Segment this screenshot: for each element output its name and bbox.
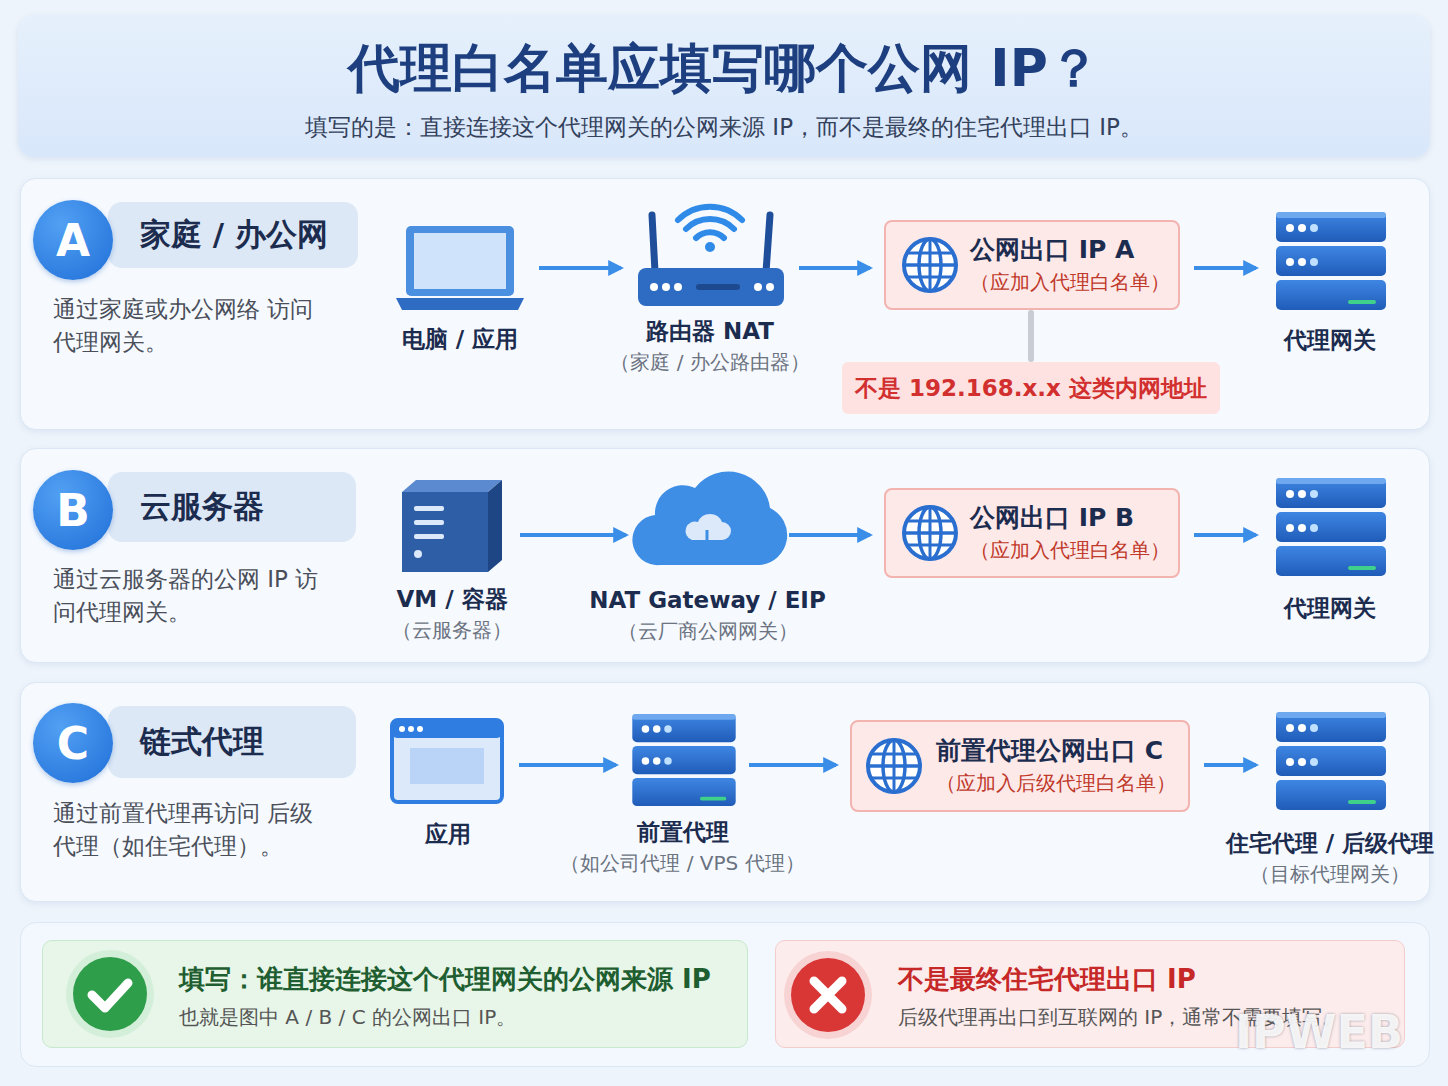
node-label: VM / 容器 — [396, 584, 507, 615]
node-sublabel: （如公司代理 / VPS 代理） — [560, 848, 804, 879]
node-sublabel: （目标代理网关） — [1250, 859, 1410, 890]
node-label: 前置代理公网出口 C — [936, 734, 1182, 768]
vm-icon — [402, 480, 502, 572]
warning-note: 不是 192.168.x.x 这类内网地址 — [842, 362, 1220, 414]
server-icon — [632, 714, 735, 806]
node-label: 家庭 / 办公网 — [140, 214, 328, 256]
cross-icon — [784, 951, 872, 1039]
row-heading: 家庭 / 办公网 — [108, 202, 358, 268]
node-sublabel: （应加入后级代理白名单） — [936, 768, 1182, 798]
flow-arrow — [520, 533, 626, 537]
node-label: 公网出口 IP A — [970, 233, 1172, 267]
correct-box: 填写：谁直接连接这个代理网关的公网来源 IP也就是图中 A / B / C 的公… — [42, 940, 748, 1048]
row-badge: B — [33, 470, 113, 550]
node-label: 链式代理 — [140, 721, 264, 763]
row-panel: 通过前置代理再访问 后级代理（如住宅代理）。 C 链式代理应用 前置代理（如公司代理 … — [20, 682, 1430, 902]
cloud-node: NAT Gateway / EIP（云厂商公网网关） — [640, 480, 775, 647]
residential-proxy-node: 住宅代理 / 后级代理（目标代理网关） — [1270, 710, 1390, 890]
node-sublabel: （应加入代理白名单） — [970, 267, 1172, 297]
node-label: 云服务器 — [140, 486, 264, 528]
node-label: 前置代理 — [637, 817, 729, 848]
router-node: 路由器 NAT（家庭 / 办公路由器） — [635, 210, 785, 378]
row-badge: C — [33, 703, 113, 783]
leader-connector — [1028, 313, 1034, 359]
globe-icon — [868, 740, 920, 792]
vm-node: VM / 容器（云服务器） — [398, 478, 506, 646]
node-label: 代理网关 — [1284, 325, 1376, 356]
node-sublabel: （云服务器） — [392, 615, 512, 646]
node-label: B — [56, 485, 90, 536]
node-label: 通过云服务器的公网 IP 访问代理网关。 — [53, 563, 328, 629]
node-label: 填写：谁直接连接这个代理网关的公网来源 IP — [179, 959, 737, 999]
row-panel: 通过家庭或办公网络 访问代理网关。 A 家庭 / 办公网电脑 / 应用 路由器 NAT… — [20, 178, 1430, 430]
app-window-icon — [392, 720, 502, 802]
app-node: 应用 — [390, 718, 505, 850]
public-ip-box: 公网出口 IP B（应加入代理白名单） — [884, 488, 1180, 578]
node-sublabel: （应加入代理白名单） — [970, 535, 1172, 565]
check-icon — [66, 950, 154, 1038]
flow-arrow — [1204, 763, 1256, 767]
node-label: 不是 192.168.x.x 这类内网地址 — [855, 373, 1207, 404]
diagram-title: 代理白名单应填写哪个公网 IP？ — [0, 30, 1448, 106]
server-icon — [1276, 478, 1386, 576]
flow-arrow — [539, 266, 621, 270]
node-label: 住宅代理 / 后级代理 — [1226, 828, 1434, 859]
public-ip-box: 前置代理公网出口 C（应加入后级代理白名单） — [850, 720, 1190, 812]
device-node: 电脑 / 应用 — [395, 222, 525, 355]
row-heading: 云服务器 — [108, 472, 356, 542]
flow-arrow — [789, 533, 870, 537]
node-label: 不是最终住宅代理出口 IP — [898, 959, 1394, 999]
subtitle-text: 填写的是：直接连接这个代理网关的公网来源 IP，而不是最终的住宅代理出口 IP。 — [0, 112, 1448, 142]
server-icon — [1276, 212, 1386, 310]
node-label: NAT Gateway / EIP — [589, 585, 826, 616]
node-label: A — [56, 215, 90, 266]
node-sublabel: （云厂商公网网关） — [618, 616, 798, 647]
row-panel: 通过云服务器的公网 IP 访问代理网关。 B 云服务器 VM / 容器（云服务器） NA… — [20, 448, 1430, 663]
flow-arrow — [1194, 266, 1256, 270]
node-label: C — [57, 718, 89, 769]
row-heading: 链式代理 — [108, 706, 356, 778]
node-label: 电脑 / 应用 — [402, 324, 518, 355]
node-label: 通过家庭或办公网络 访问代理网关。 — [53, 293, 328, 359]
laptop-icon — [396, 226, 524, 310]
cloud-icon — [632, 472, 787, 566]
row-badge: A — [33, 200, 113, 280]
node-sublabel: （家庭 / 办公路由器） — [610, 347, 809, 378]
flow-arrow — [749, 763, 836, 767]
node-sublabel: 后级代理再出口到互联网的 IP，通常不需要填写。 — [898, 999, 1394, 1035]
wrong-box: 不是最终住宅代理出口 IP后级代理再出口到互联网的 IP，通常不需要填写。 — [775, 940, 1405, 1048]
title-banner — [18, 15, 1430, 157]
front-proxy-node: 前置代理（如公司代理 / VPS 代理） — [630, 712, 735, 879]
node-label: 应用 — [425, 819, 471, 850]
node-label: 代理网关 — [1284, 593, 1376, 624]
flow-arrow — [1194, 533, 1256, 537]
flow-arrow — [519, 763, 616, 767]
node-label: 通过前置代理再访问 后级代理（如住宅代理）。 — [53, 797, 328, 863]
server-icon — [1276, 712, 1386, 810]
flow-arrow — [799, 266, 870, 270]
globe-icon — [904, 239, 956, 291]
node-label: 路由器 NAT — [646, 316, 774, 347]
public-ip-box: 公网出口 IP A（应加入代理白名单） — [884, 220, 1180, 310]
gateway-node: 代理网关 — [1270, 210, 1390, 356]
node-label: 公网出口 IP B — [970, 501, 1172, 535]
router-icon — [638, 207, 784, 306]
gateway-node: 代理网关 — [1270, 476, 1390, 624]
node-sublabel: 也就是图中 A / B / C 的公网出口 IP。 — [179, 999, 737, 1035]
globe-icon — [904, 507, 956, 559]
